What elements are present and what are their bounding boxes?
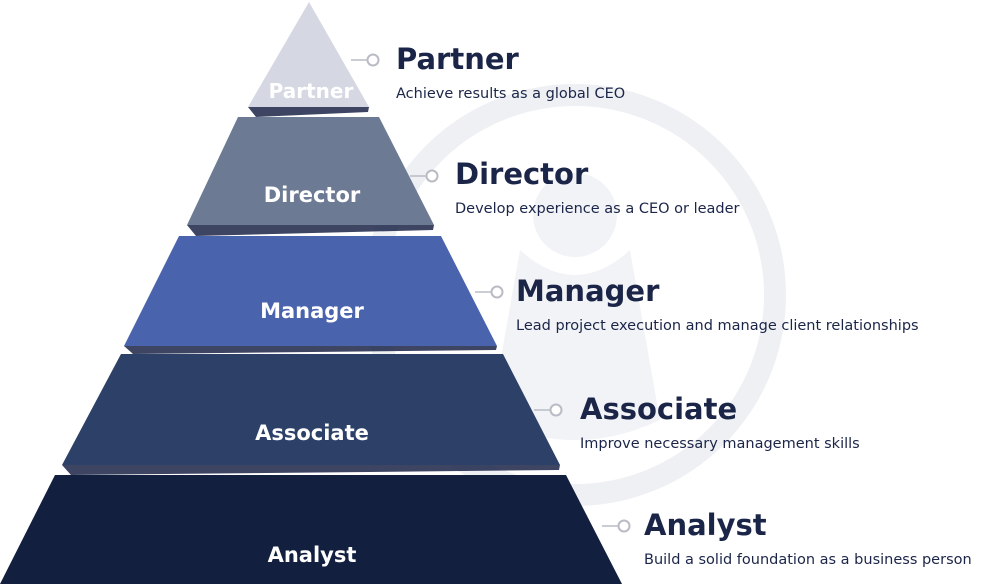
connector-dot: [549, 403, 563, 417]
tier-title: Manager: [516, 274, 660, 308]
tier-separator: [62, 465, 560, 475]
connector-dot: [366, 53, 380, 67]
tier-description: Achieve results as a global CEO: [396, 86, 625, 102]
tier-title: Director: [455, 157, 589, 191]
tier-shape: [248, 2, 369, 107]
connector-dot: [425, 169, 439, 183]
tier-label: Partner: [269, 79, 354, 103]
tier-title: Partner: [396, 42, 520, 76]
tier-shape: [0, 475, 622, 584]
tier-shape: [62, 354, 560, 465]
tier-shape: [187, 117, 434, 225]
connector-dot: [490, 285, 504, 299]
connector-dot: [617, 519, 631, 533]
tier-description: Lead project execution and manage client…: [516, 318, 919, 334]
tier-label: Director: [264, 183, 361, 207]
tier-label: Manager: [260, 299, 364, 323]
tier-description: Develop experience as a CEO or leader: [455, 201, 740, 217]
tier-label: Analyst: [268, 543, 357, 567]
tier-label: Associate: [255, 421, 369, 445]
tier-description: Improve necessary management skills: [580, 436, 860, 452]
tier-separator: [187, 225, 434, 236]
tier-title: Associate: [580, 392, 737, 426]
tier-description: Build a solid foundation as a business p…: [644, 552, 972, 568]
tier-separator: [248, 107, 369, 117]
tier-separator: [124, 346, 497, 354]
tier-title: Analyst: [644, 508, 767, 542]
tier-shape: [124, 236, 497, 346]
